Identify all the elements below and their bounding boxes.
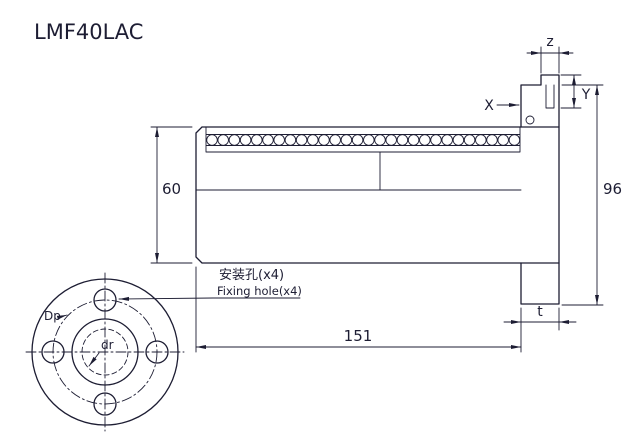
bearing-ball xyxy=(217,134,229,146)
bearing-ball xyxy=(475,134,487,146)
bearing-ball xyxy=(452,134,465,146)
flange-outline xyxy=(520,74,560,305)
bearing-ball xyxy=(430,134,442,146)
dim-96: 96 xyxy=(561,84,622,306)
side-view: 60 96 151 t z xyxy=(150,34,622,353)
dim-y: Y xyxy=(560,74,591,109)
fixing-hole-top xyxy=(93,288,117,312)
bearing-ball xyxy=(351,134,364,146)
extension-lines xyxy=(560,74,582,109)
bore-circle xyxy=(71,318,139,386)
bearing-ball xyxy=(419,134,431,146)
extension-lines xyxy=(540,46,560,74)
bearing-ball xyxy=(508,134,521,146)
bolt-circle xyxy=(52,299,158,405)
grease-hole xyxy=(545,84,555,109)
bearing-ball xyxy=(329,134,341,146)
part-number-title: LMF40LAC xyxy=(34,20,143,44)
dim-t-label: t xyxy=(537,304,543,320)
bearing-ball xyxy=(262,134,274,146)
dim-x-label: X xyxy=(484,98,494,114)
dim-60-label: 60 xyxy=(162,180,181,198)
dim-z: z xyxy=(526,34,574,74)
dim-x: X xyxy=(484,98,520,114)
dr-leader-arrow xyxy=(88,352,100,367)
bearing-ball xyxy=(273,134,285,146)
bearing-ball xyxy=(228,134,241,146)
bearing-ball xyxy=(463,134,476,146)
dim-z-label: z xyxy=(546,34,553,50)
dim-151-label: 151 xyxy=(344,327,373,345)
bearing-ball xyxy=(441,134,453,146)
flange-od-circle xyxy=(31,278,179,426)
dim-151: 151 xyxy=(195,266,522,353)
ball-row xyxy=(206,134,521,146)
dr-callout: dr xyxy=(88,338,114,367)
bearing-ball xyxy=(486,134,498,146)
bearing-ball xyxy=(295,134,308,146)
callout-leader-arrow xyxy=(118,296,214,301)
dr-label: dr xyxy=(101,338,114,352)
bearing-ball xyxy=(206,134,218,146)
fixing-hole-callout: 安装孔(x4) Fixing hole(x4) xyxy=(118,268,302,301)
front-view: Dp dr xyxy=(25,272,185,432)
bearing-ball xyxy=(385,134,397,146)
fixing-hole-bottom xyxy=(93,392,117,416)
fixing-hole-right xyxy=(145,340,169,364)
bearing-ball xyxy=(396,134,409,146)
bearing-ball xyxy=(307,134,319,146)
bearing-ball xyxy=(251,134,263,146)
dim-96-label: 96 xyxy=(603,180,622,198)
bearing-ball xyxy=(374,134,386,146)
ball-track-lines xyxy=(195,126,522,191)
bearing-ball xyxy=(284,134,297,146)
dp-label: Dp xyxy=(44,309,61,323)
bearing-ball xyxy=(407,134,420,146)
dim-60: 60 xyxy=(150,126,193,264)
dim-y-label: Y xyxy=(581,87,591,103)
bearing-ball xyxy=(239,134,252,146)
fixing-hole-left xyxy=(41,340,65,364)
bearing-ball xyxy=(340,134,353,146)
fixing-hole-label-cn: 安装孔(x4) xyxy=(219,268,284,283)
dp-leader-arrow xyxy=(56,314,68,320)
body-outline xyxy=(195,126,560,264)
fixing-hole-label-en: Fixing hole(x4) xyxy=(217,284,302,298)
bearing-ball xyxy=(318,134,330,146)
dp-callout: Dp xyxy=(44,309,68,323)
extension-lines xyxy=(195,266,522,353)
bore-inner-circle xyxy=(81,328,129,376)
center-lines xyxy=(25,272,185,432)
bearing-ball xyxy=(363,134,375,146)
oil-groove-circle xyxy=(525,115,535,125)
dim-t: t xyxy=(503,304,577,331)
bearing-ball xyxy=(497,134,509,146)
